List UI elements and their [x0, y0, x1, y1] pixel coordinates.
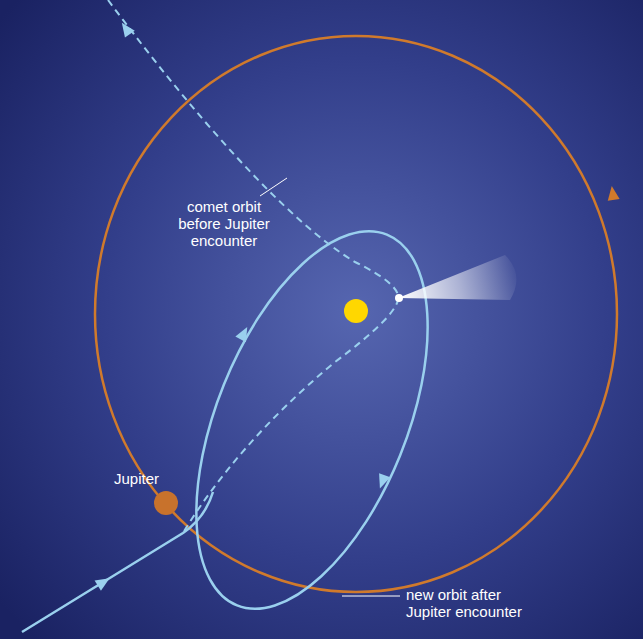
new-comet-orbit [149, 199, 475, 639]
callout-label: comet orbit before Jupiter encounter [165, 198, 283, 249]
orbit-arrowhead [606, 185, 620, 201]
incoming-path [22, 492, 213, 632]
jupiter-orbit [95, 36, 617, 592]
comet-tail [398, 255, 516, 300]
old-orbit-arrowhead [117, 19, 135, 37]
old-comet-orbit [108, 0, 398, 533]
comet-nucleus [395, 294, 403, 302]
planet-label: Jupiter [114, 470, 174, 487]
incoming-arrowhead [95, 573, 113, 591]
leader-line [342, 596, 400, 597]
callout-label: new orbit after Jupiter encounter [406, 586, 541, 620]
sun [344, 299, 368, 323]
leader-line [260, 178, 287, 196]
jupiter-planet [154, 491, 178, 515]
new-orbit-arrowhead [374, 473, 390, 490]
new-orbit-arrowhead [235, 324, 252, 342]
